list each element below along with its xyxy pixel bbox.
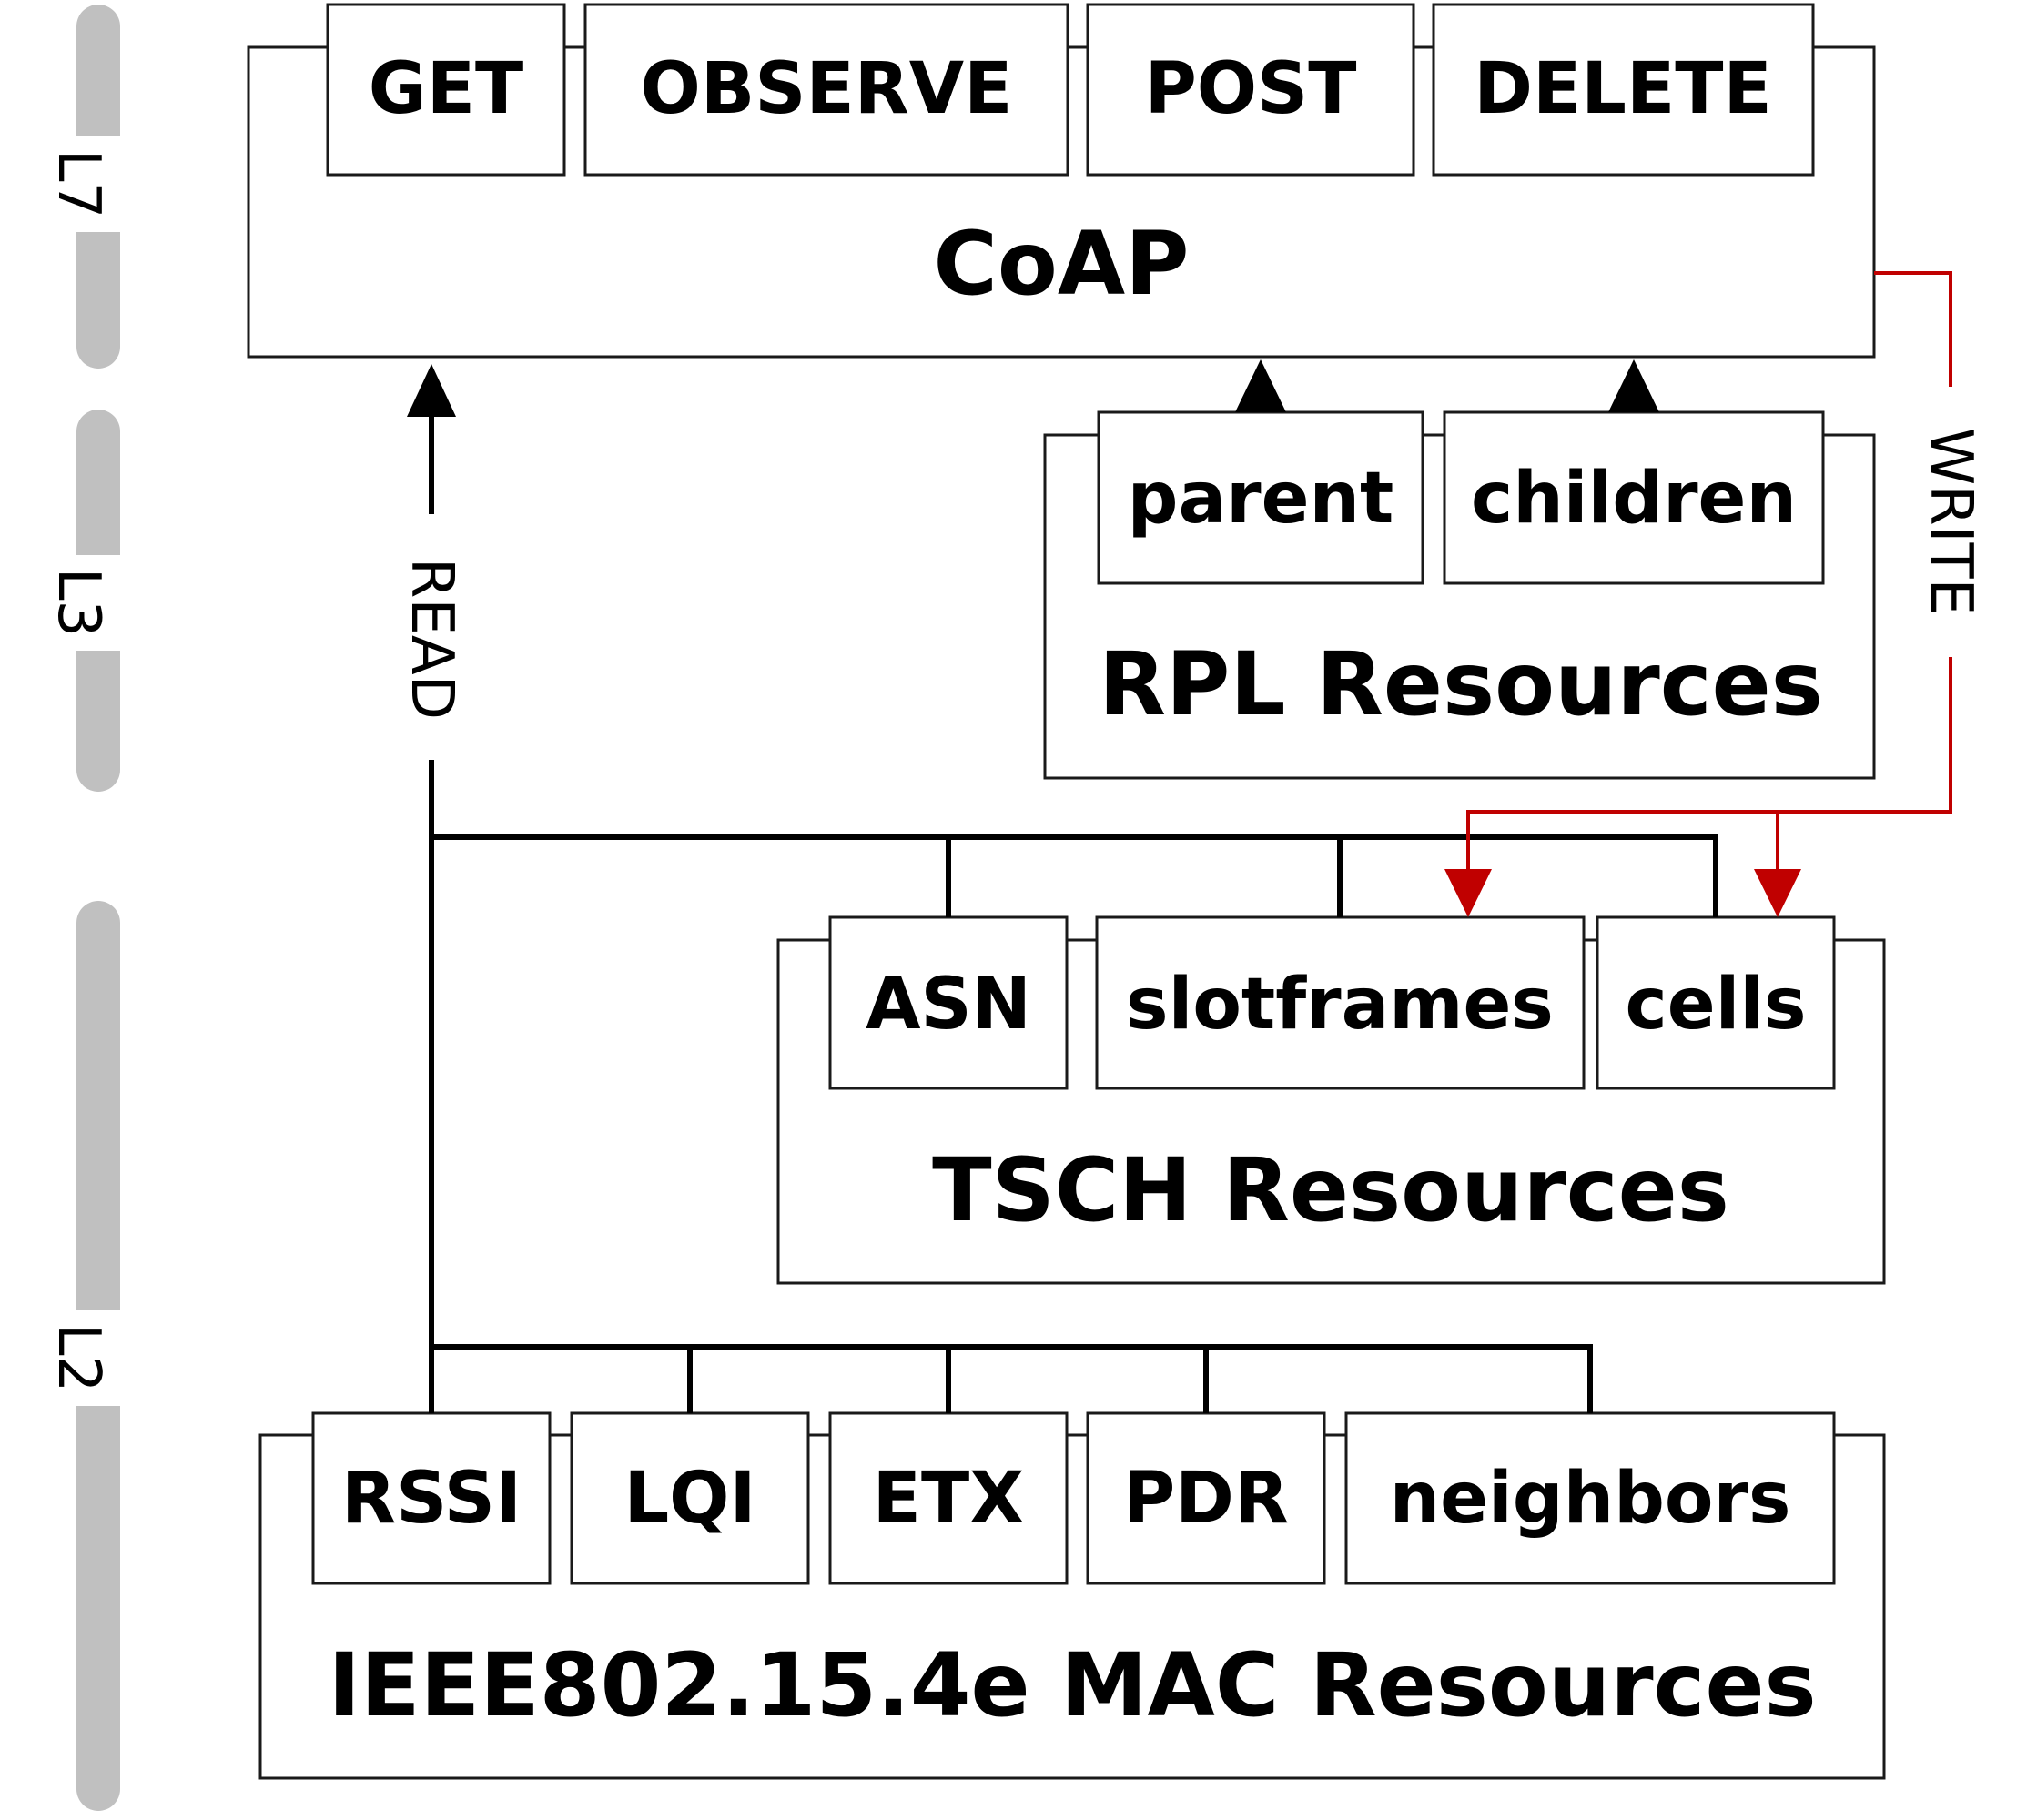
mac-item-pdr [1086,1411,1326,1585]
write-line-upper [1874,271,1952,387]
write-label: WRITE [1917,428,1984,615]
coap-method-post [1086,3,1415,177]
coap-method-get-label: GET [369,48,524,130]
coap-method-observe [583,3,1069,177]
coap-method-delete [1432,3,1815,177]
layer-label-l2: L2 [45,1323,112,1392]
write-path: WRITE [1444,271,1984,917]
layer-axis: L7 L3 L2 [45,5,124,1811]
rpl-to-coap-arrows [1235,359,1659,412]
parent-arrowhead [1235,359,1286,412]
tsch-block: ASN slotframes cells TSCH Resources [776,915,1886,1285]
mac-item-rssi [311,1411,552,1585]
mac-block: RSSI LQI ETX PDR neighbors IEEE802.15.4e… [258,1411,1886,1780]
rpl-title: RPL Resources [1099,633,1823,735]
write-arrowhead-slotframes [1444,869,1492,917]
mac-item-rssi-label: RSSI [341,1458,522,1540]
mac-item-lqi-label: LQI [623,1458,755,1540]
coap-method-delete-label: DELETE [1474,48,1772,130]
coap-title: CoAP [933,213,1189,315]
rpl-block: parent children RPL Resources [1043,410,1876,780]
mac-item-etx-label: ETX [873,1458,1025,1540]
write-arrowhead-cells [1754,869,1801,917]
read-label: READ [398,558,465,720]
coap-block: GET OBSERVE POST DELETE CoAP [247,3,1876,359]
mac-item-neighbors-label: neighbors [1390,1458,1791,1540]
children-arrowhead [1608,359,1659,412]
read-path: READ [398,364,1718,1413]
layer-label-l7: L7 [45,149,112,218]
mac-item-neighbors [1344,1411,1836,1585]
tsch-item-slotframes-label: slotframes [1126,964,1554,1046]
coap-method-get [326,3,566,177]
mac-item-lqi [570,1411,810,1585]
tsch-item-slotframes [1095,915,1586,1090]
coap-method-post-label: POST [1145,48,1357,130]
rpl-item-children [1443,410,1825,585]
mac-item-etx [828,1411,1069,1585]
rpl-item-children-label: children [1471,458,1797,540]
layer-label-l3: L3 [45,568,112,637]
mac-title: IEEE802.15.4e MAC Resources [328,1634,1816,1736]
mac-item-pdr-label: PDR [1123,1458,1289,1540]
tsch-item-cells [1596,915,1836,1090]
tsch-title: TSCH Resources [932,1139,1729,1241]
rpl-item-parent-label: parent [1128,458,1394,540]
tsch-item-cells-label: cells [1625,964,1806,1046]
read-arrowhead [407,364,456,417]
tsch-item-asn-label: ASN [866,964,1031,1046]
tsch-item-asn [828,915,1069,1090]
rpl-item-parent [1097,410,1424,585]
write-line-lower [1466,657,1952,874]
coap-method-observe-label: OBSERVE [641,48,1013,130]
